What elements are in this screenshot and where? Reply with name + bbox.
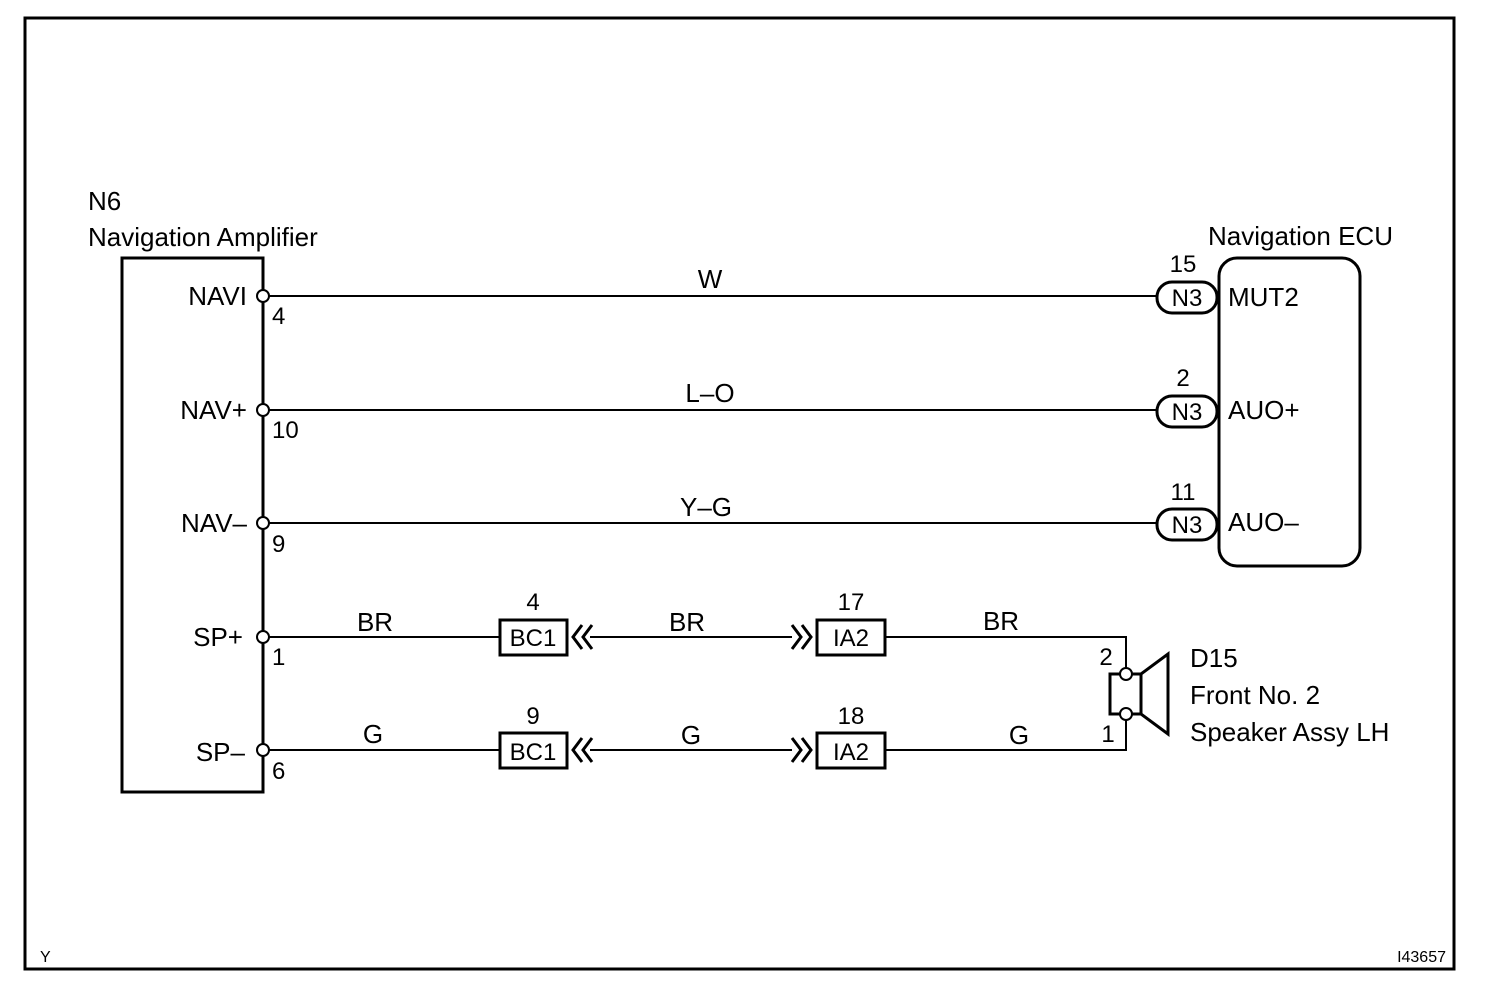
amp-terminal-label: NAV– xyxy=(181,508,248,538)
connector-chevron-icon xyxy=(800,624,813,650)
ecu-pin-number: 11 xyxy=(1171,479,1196,506)
terminal-pin xyxy=(256,403,270,417)
wire-color-label: G xyxy=(1009,720,1029,750)
amplifier-name: Navigation Amplifier xyxy=(88,222,318,252)
amp-pin-number: 1 xyxy=(272,644,285,671)
circuit-navi: NAVI 4 W 15 N3 MUT2 xyxy=(188,251,1299,330)
amp-pin-number: 4 xyxy=(272,303,285,330)
amp-pin-number: 9 xyxy=(272,531,285,558)
wire-segment xyxy=(885,720,1127,751)
connector-chevron-icon xyxy=(800,737,813,763)
ecu-terminal-label: MUT2 xyxy=(1228,282,1299,312)
circuit-sp-plus: SP+ 1 BR 4 BC1 BR 17 IA2 BR xyxy=(193,589,1127,671)
terminal-pin xyxy=(256,743,270,757)
amp-pin-number: 6 xyxy=(272,758,285,785)
corner-label-right: I43657 xyxy=(1397,949,1446,966)
wire-color-label: G xyxy=(363,719,383,749)
connector-n3 xyxy=(1155,280,1219,315)
amp-terminal-label: SP– xyxy=(196,737,246,767)
connector-label: N3 xyxy=(1172,399,1203,426)
ecu-terminal-label: AUO+ xyxy=(1228,395,1300,425)
ecu-pin-number: 15 xyxy=(1170,251,1197,278)
speaker-terminal xyxy=(1119,667,1133,681)
speaker-cone-icon xyxy=(1139,651,1170,737)
connector-pin-number: 18 xyxy=(838,703,865,730)
wire-color-label: W xyxy=(698,264,723,294)
connector-pin-number: 9 xyxy=(526,703,539,730)
connector-label: IA2 xyxy=(833,625,869,652)
speaker-symbol: 2 1 xyxy=(1099,644,1170,748)
ecu-box xyxy=(1217,256,1362,568)
wire-color-label: BR xyxy=(983,606,1019,636)
connector-chevron-icon xyxy=(571,624,584,650)
ecu-pin-number: 2 xyxy=(1176,365,1189,392)
speaker-pin-top: 2 xyxy=(1099,644,1112,671)
connector-chevron-icon xyxy=(571,737,584,763)
connector-ia2 xyxy=(815,618,887,657)
amp-pin-number: 10 xyxy=(272,417,299,444)
speaker-code: D15 xyxy=(1190,643,1238,673)
circuit-sp-minus: SP– 6 G 9 BC1 G 18 IA2 G xyxy=(196,703,1127,785)
connector-label: N3 xyxy=(1172,512,1203,539)
connector-label: IA2 xyxy=(833,739,869,766)
connector-pin-number: 4 xyxy=(526,589,539,616)
connector-chevron-icon xyxy=(581,737,594,763)
connector-chevron-icon xyxy=(581,624,594,650)
speaker-pin-bottom: 1 xyxy=(1101,721,1114,748)
connector-label: N3 xyxy=(1172,285,1203,312)
connector-n3 xyxy=(1155,394,1219,429)
terminal-pin xyxy=(256,289,270,303)
amp-terminal-label: NAVI xyxy=(188,281,247,311)
ecu-name: Navigation ECU xyxy=(1208,221,1393,251)
circuit-nav-plus: NAV+ 10 L–O 2 N3 AUO+ xyxy=(180,365,1299,444)
circuit-nav-minus: NAV– 9 Y–G 11 N3 AUO– xyxy=(181,479,1299,558)
wire-color-label: BR xyxy=(357,607,393,637)
corner-label-left: Y xyxy=(40,949,51,966)
wire-color-label: Y–G xyxy=(680,492,732,522)
terminal-pin xyxy=(256,630,270,644)
connector-label: BC1 xyxy=(510,739,557,766)
wire-color-label: BR xyxy=(669,607,705,637)
connector-chevron-icon xyxy=(790,624,803,650)
speaker-terminal xyxy=(1119,707,1133,721)
speaker-name-line2: Speaker Assy LH xyxy=(1190,717,1389,747)
wire-segment xyxy=(885,636,1127,668)
wire-color-label: L–O xyxy=(685,378,734,408)
speaker-name-line1: Front No. 2 xyxy=(1190,680,1320,710)
connector-bc1 xyxy=(498,618,569,657)
ecu-terminal-label: AUO– xyxy=(1228,507,1299,537)
amp-terminal-label: NAV+ xyxy=(180,395,247,425)
connector-label: BC1 xyxy=(510,625,557,652)
connector-chevron-icon xyxy=(790,737,803,763)
connector-pin-number: 17 xyxy=(838,589,865,616)
terminal-pin xyxy=(256,516,270,530)
diagram-frame xyxy=(23,16,1456,971)
wire-color-label: G xyxy=(681,720,701,750)
connector-n3 xyxy=(1155,507,1219,542)
amplifier-code: N6 xyxy=(88,186,121,216)
amp-terminal-label: SP+ xyxy=(193,622,243,652)
connector-bc1 xyxy=(498,731,569,770)
